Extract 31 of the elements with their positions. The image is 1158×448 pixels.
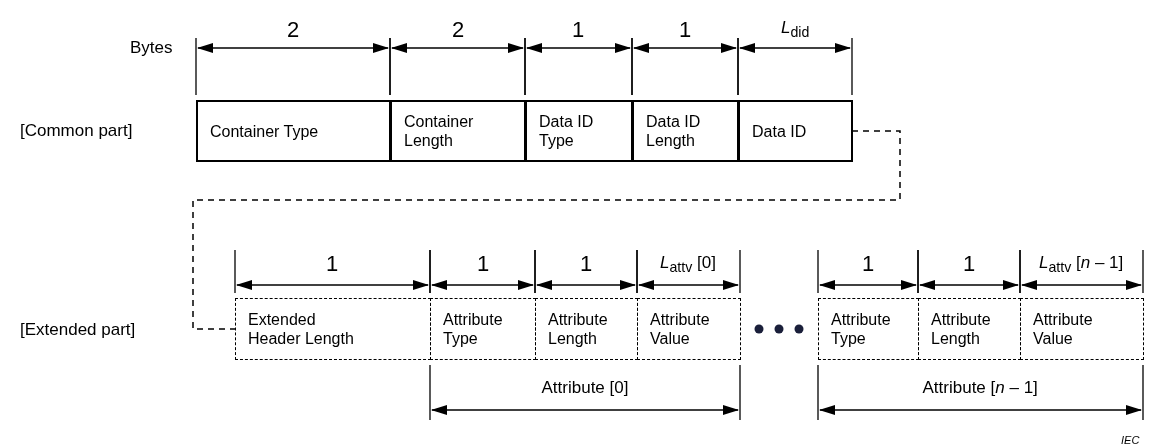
group-label: Attribute [0]	[541, 378, 629, 398]
byte-count: 1	[477, 251, 490, 277]
byte-count: 1	[862, 251, 875, 277]
byte-count: 2	[287, 17, 300, 43]
field-box: Container Length	[390, 100, 526, 162]
source-label: IEC	[1121, 434, 1140, 446]
field-box: Attribute Value	[1020, 298, 1144, 360]
byte-count: 1	[963, 251, 976, 277]
field-box: Data ID Length	[632, 100, 739, 162]
field-box: Attribute Value	[637, 298, 741, 360]
byte-count: 1	[572, 17, 585, 43]
field-box: Extended Header Length	[235, 298, 431, 360]
field-box: Attribute Length	[918, 298, 1021, 360]
group-label: Attribute [n – 1]	[922, 378, 1038, 398]
byte-count: 1	[326, 251, 339, 277]
length-label: L$_{did}$	[781, 18, 810, 41]
field-box: Data ID	[738, 100, 853, 162]
row-label: [Extended part]	[20, 320, 136, 340]
connector-line	[192, 130, 901, 330]
field-box: Attribute Type	[818, 298, 919, 360]
byte-count: 1	[580, 251, 593, 277]
field-box: Container Type	[196, 100, 391, 162]
length-label: L$_{attv}$ [n – 1]	[1039, 253, 1124, 276]
length-label: L$_{attv}$ [0]	[660, 253, 716, 276]
field-box: Attribute Length	[535, 298, 638, 360]
row-label: [Common part]	[20, 121, 133, 141]
byte-count: 1	[679, 17, 692, 43]
byte-count: 2	[452, 17, 465, 43]
field-box: Attribute Type	[430, 298, 536, 360]
field-box: Data ID Type	[525, 100, 633, 162]
axis-label: Bytes	[130, 38, 173, 58]
